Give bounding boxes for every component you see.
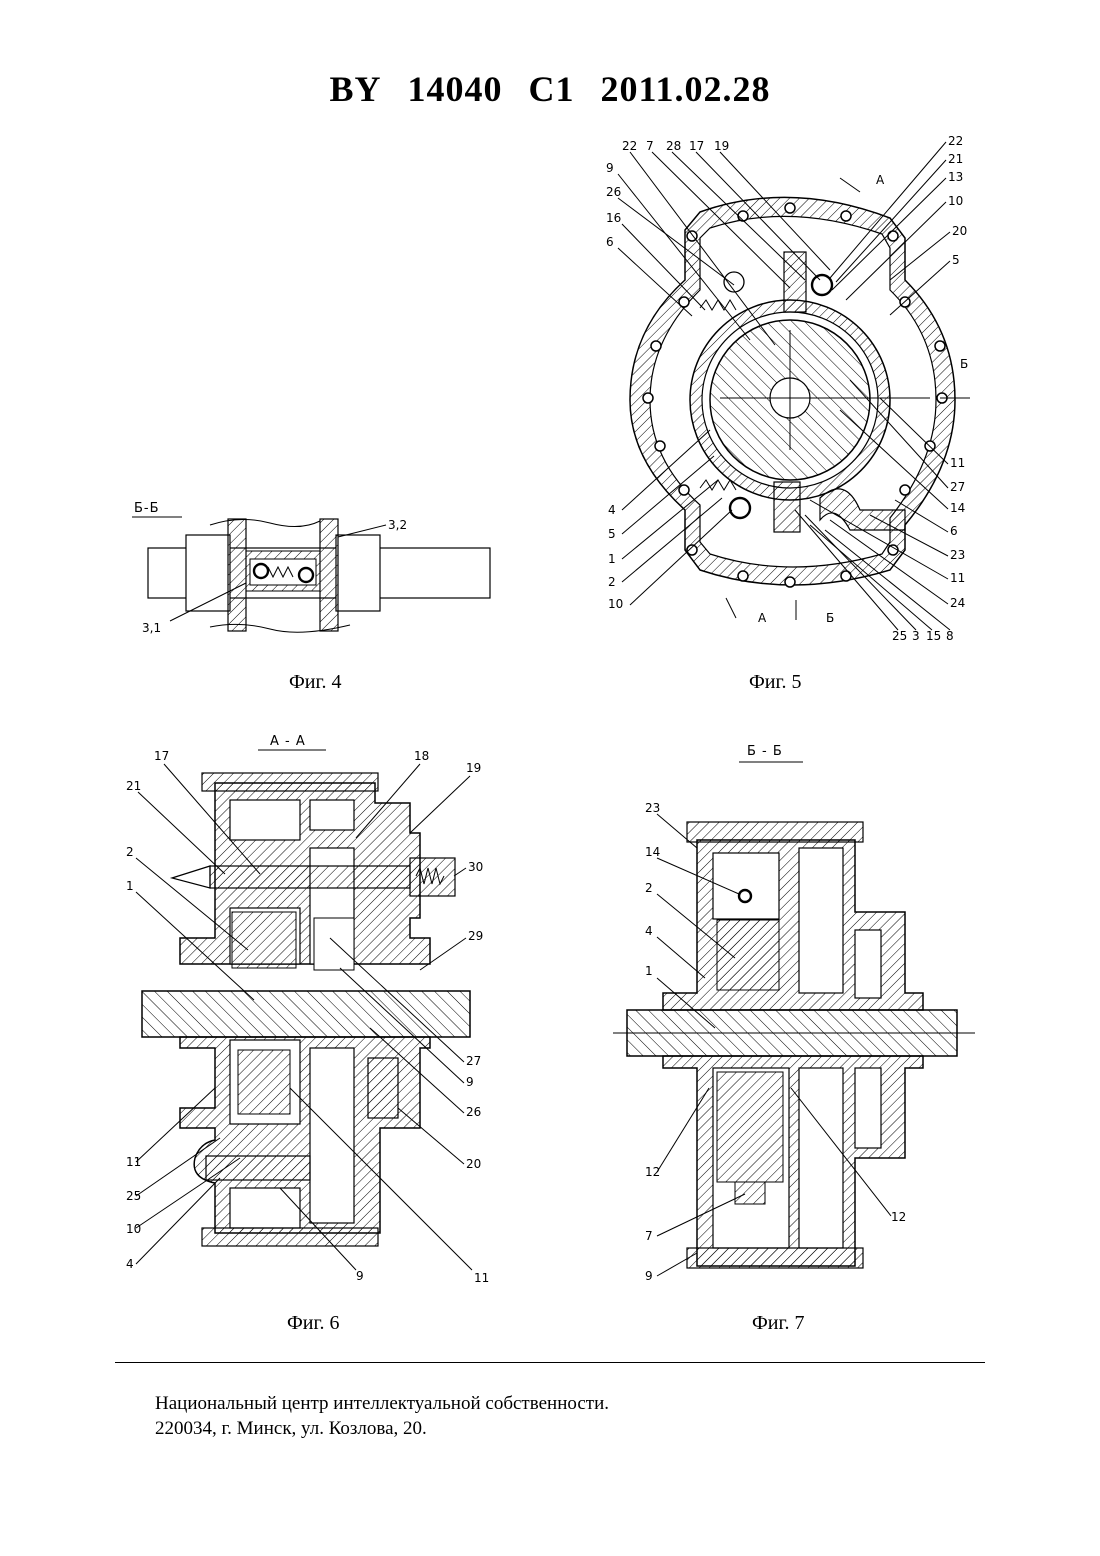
fig6-label: 11 (126, 1155, 141, 1169)
fig7-label: 12 (645, 1165, 660, 1179)
fig6-label: 10 (126, 1222, 141, 1236)
fig5-label: 13 (948, 170, 963, 184)
figure-7-drawing: Б - Б 23 14 2 4 1 12 12 7 9 (605, 738, 985, 1288)
fig7-label: 14 (645, 845, 660, 859)
fig4-label: 3,1 (142, 621, 161, 635)
fig6-label: 17 (154, 749, 169, 763)
fig5-label: 19 (714, 139, 729, 153)
fig5-label: 6 (606, 235, 614, 249)
fig5-label: 28 (666, 139, 681, 153)
fig7-label: 23 (645, 801, 660, 815)
header-number: 14040 (408, 69, 503, 109)
figure-7-caption: Фиг. 7 (752, 1312, 804, 1335)
fig7-label: 12 (891, 1210, 906, 1224)
figure-6-caption: Фиг. 6 (287, 1312, 339, 1335)
header-kind: C1 (529, 69, 575, 109)
fig5-label: 22 (622, 139, 637, 153)
fig5-label: 16 (606, 211, 621, 225)
fig5-label: 6 (950, 524, 958, 538)
figure-4-drawing: Б-Б 3,2 3,1 (120, 495, 510, 645)
fig5-label: 1 (608, 552, 616, 566)
fig5-label: 22 (948, 134, 963, 148)
document-header: BY 14040 C1 2011.02.28 (0, 68, 1100, 110)
fig6-label: 1 (126, 879, 134, 893)
fig7-label: 7 (645, 1229, 653, 1243)
fig5-label: 10 (608, 597, 623, 611)
fig5-label: 2 (608, 575, 616, 589)
fig5-label: 7 (646, 139, 654, 153)
fig6-label: 30 (468, 860, 483, 874)
fig5-label: 11 (950, 571, 965, 585)
fig5-label: 9 (606, 161, 614, 175)
fig6-label: 29 (468, 929, 483, 943)
fig6-label: 9 (356, 1269, 364, 1283)
fig5-label: 17 (689, 139, 704, 153)
fig6-label: 2 (126, 845, 134, 859)
fig7-label: 9 (645, 1269, 653, 1283)
fig5-label: 14 (950, 501, 965, 515)
fig5-section-mark: А (876, 173, 885, 187)
fig7-label: 1 (645, 964, 653, 978)
fig7-label: 4 (645, 924, 653, 938)
fig5-label: 23 (950, 548, 965, 562)
fig5-label: 25 (892, 629, 907, 643)
fig7-label: 2 (645, 881, 653, 895)
fig6-section-label: А - А (270, 734, 306, 749)
fig5-section-mark: Б (960, 357, 968, 371)
fig6-label: 19 (466, 761, 481, 775)
fig6-label: 4 (126, 1257, 134, 1271)
fig5-label: 10 (948, 194, 963, 208)
fig5-label: 3 (912, 629, 920, 643)
fig6-label: 11 (474, 1271, 489, 1285)
figure-5-drawing: 22 7 28 17 19 9 26 16 6 22 21 13 10 (600, 130, 990, 650)
fig5-label: 11 (950, 456, 965, 470)
fig4-section-label: Б-Б (134, 501, 160, 516)
fig5-label: 26 (606, 185, 621, 199)
fig7-section-label: Б - Б (747, 744, 783, 759)
header-country: BY (329, 69, 381, 109)
footer-line-1: Национальный центр интеллектуальной собс… (155, 1393, 609, 1415)
footer-line-2: 220034, г. Минск, ул. Козлова, 20. (155, 1418, 427, 1440)
footer-divider (115, 1362, 985, 1363)
fig5-label: 5 (952, 253, 960, 267)
fig6-label: 25 (126, 1189, 141, 1203)
fig5-label: 15 (926, 629, 941, 643)
fig5-label: 4 (608, 503, 616, 517)
fig5-label: 24 (950, 596, 965, 610)
fig6-label: 20 (466, 1157, 481, 1171)
fig6-label: 26 (466, 1105, 481, 1119)
figure-4-caption: Фиг. 4 (289, 671, 341, 694)
fig6-label: 27 (466, 1054, 481, 1068)
fig5-label: 20 (952, 224, 967, 238)
fig5-label: 27 (950, 480, 965, 494)
fig4-label: 3,2 (388, 518, 407, 532)
figure-5-caption: Фиг. 5 (749, 671, 801, 694)
fig5-label: 21 (948, 152, 963, 166)
fig6-label: 9 (466, 1075, 474, 1089)
fig5-section-mark: А (758, 611, 767, 625)
fig6-label: 18 (414, 749, 429, 763)
fig5-label: 8 (946, 629, 954, 643)
fig5-label: 5 (608, 527, 616, 541)
figure-6-drawing: А - А 17 18 19 21 2 1 (120, 728, 500, 1288)
fig5-section-mark: Б (826, 611, 834, 625)
fig6-label: 21 (126, 779, 141, 793)
header-date: 2011.02.28 (601, 69, 771, 109)
